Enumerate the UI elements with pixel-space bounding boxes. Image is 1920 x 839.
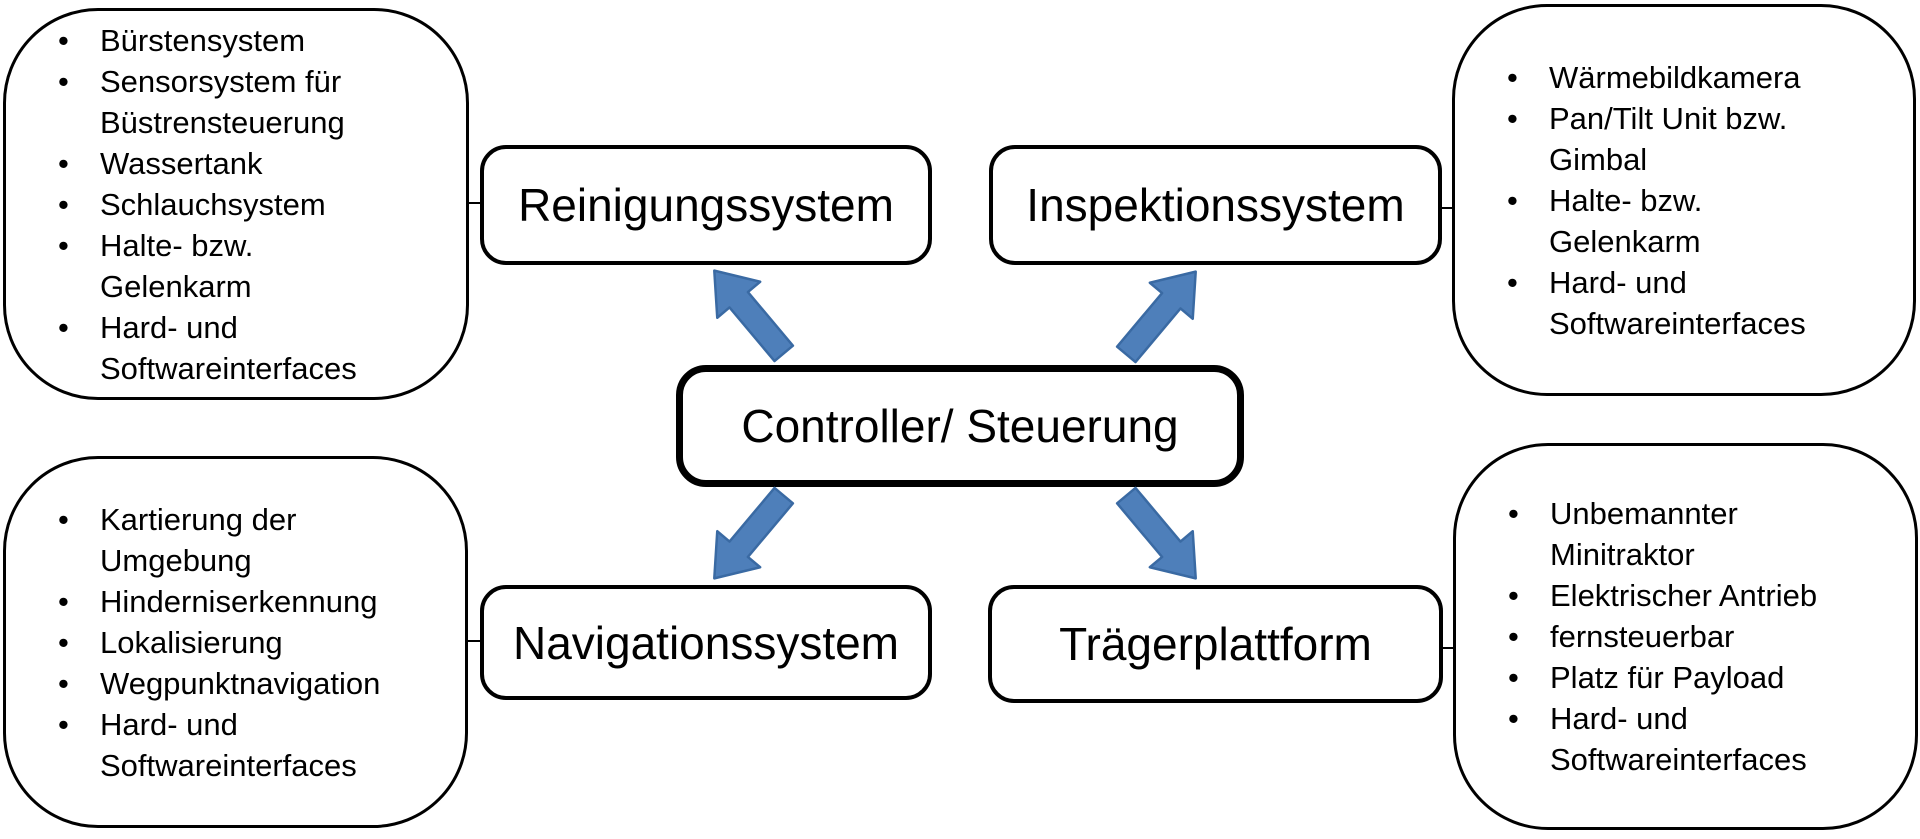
list-item: • Kartierung der Umgebung (58, 499, 435, 581)
list-item-text: Hard- und Softwareinterfaces (1550, 701, 1807, 777)
list-item-text: Halte- bzw. Gelenkarm (1549, 182, 1703, 259)
bullet-icon: • (58, 501, 69, 537)
list-item: • Sensorsystem für Büstrensteuerung (58, 61, 436, 143)
bullet-icon: • (58, 145, 69, 181)
list-item-text: Wärmebildkamera (1549, 59, 1801, 95)
bullet-icon: • (58, 309, 69, 345)
node-reinigungssystem: Reinigungssystem (480, 145, 932, 265)
bullet-icon: • (1507, 59, 1518, 95)
node-label: Trägerplattform (1059, 618, 1372, 670)
bullet-list: • Wärmebildkamera • Pan/Tilt Unit bzw. Gim… (1455, 57, 1913, 344)
list-item-text: Unbemannter Minitraktor (1550, 496, 1738, 572)
node-label: Reinigungssystem (518, 179, 894, 231)
list-item: • fernsteuerbar (1508, 616, 1885, 657)
connector-line (1441, 647, 1455, 649)
bullet-icon: • (58, 22, 69, 58)
bullet-icon: • (1508, 701, 1519, 736)
node-label: Navigationssystem (512, 616, 900, 669)
list-item: • Hard- und Softwareinterfaces (1508, 698, 1885, 780)
arrow-down-right-icon (1115, 486, 1197, 580)
node-label: Inspektionssystem (1026, 179, 1405, 231)
list-item-text: Bürstensystem (100, 22, 306, 58)
bullet-icon: • (58, 665, 69, 701)
list-item: • Wegpunktnavigation (58, 663, 435, 704)
arrow-shape (1115, 486, 1197, 580)
list-item-text: Halte- bzw. Gelenkarm (100, 227, 254, 304)
list-item: • Halte- bzw. Gelenkarm (1507, 180, 1883, 262)
node-navigationssystem: Navigationssystem (480, 585, 932, 700)
list-item-text: Hard- und Softwareinterfaces (100, 309, 357, 386)
list-item-text: Kartierung der Umgebung (100, 501, 297, 578)
list-item: • Hinderniserkennung (58, 581, 435, 622)
list-item: • Platz für Payload (1508, 657, 1885, 698)
list-item: • Unbemannter Minitraktor (1508, 493, 1885, 575)
list-item: • Elektrischer Antrieb (1508, 575, 1885, 616)
list-item-text: Hinderniserkennung (100, 583, 378, 619)
node-inspektionssystem: Inspektionssystem (989, 145, 1442, 265)
bubble-traegerplattform-details: • Unbemannter Minitraktor • Elektrischer A… (1453, 443, 1918, 830)
connector-line (466, 202, 482, 204)
list-item-text: Wassertank (100, 145, 263, 181)
list-item-text: fernsteuerbar (1550, 619, 1735, 654)
arrow-shape (713, 486, 795, 580)
bullet-icon: • (58, 583, 69, 619)
arrow-down-left-icon (713, 486, 795, 580)
bullet-icon: • (1508, 660, 1519, 695)
bullet-list: • Kartierung der Umgebung • Hinderniserken… (6, 499, 465, 786)
bullet-icon: • (1507, 264, 1518, 300)
list-item: • Lokalisierung (58, 622, 435, 663)
bubble-navigationssystem-details: • Kartierung der Umgebung • Hinderniserken… (3, 456, 468, 828)
arrow-up-right-icon (1115, 270, 1197, 364)
list-item: • Hard- und Softwareinterfaces (1507, 262, 1883, 344)
list-item-text: Schlauchsystem (100, 186, 326, 222)
bullet-icon: • (58, 706, 69, 742)
list-item-text: Pan/Tilt Unit bzw. Gimbal (1549, 100, 1788, 177)
list-item-text: Hard- und Softwareinterfaces (100, 706, 357, 783)
bullet-icon: • (1507, 100, 1518, 136)
arrow-up-left-icon (713, 269, 795, 363)
list-item-text: Hard- und Softwareinterfaces (1549, 264, 1806, 341)
arrow-shape (713, 269, 795, 363)
list-item: • Wassertank (58, 143, 436, 184)
list-item: • Schlauchsystem (58, 184, 436, 225)
list-item-text: Wegpunktnavigation (100, 665, 381, 701)
bullet-icon: • (58, 63, 69, 99)
bullet-icon: • (58, 624, 69, 660)
bullet-list: • Unbemannter Minitraktor • Elektrischer A… (1456, 493, 1915, 780)
list-item-text: Platz für Payload (1550, 660, 1785, 695)
bullet-icon: • (1508, 496, 1519, 531)
list-item-text: Elektrischer Antrieb (1550, 578, 1818, 613)
list-item: • Hard- und Softwareinterfaces (58, 704, 435, 786)
list-item: • Pan/Tilt Unit bzw. Gimbal (1507, 98, 1883, 180)
list-item-text: Sensorsystem für Büstrensteuerung (100, 63, 345, 140)
node-label: Controller/ Steuerung (741, 400, 1179, 452)
node-controller-steuerung: Controller/ Steuerung (676, 365, 1244, 487)
list-item: • Wärmebildkamera (1507, 57, 1883, 98)
list-item-text: Lokalisierung (100, 624, 283, 660)
connector-line (466, 640, 482, 642)
list-item: • Hard- und Softwareinterfaces (58, 307, 436, 389)
bullet-icon: • (1508, 619, 1519, 654)
bullet-icon: • (58, 227, 69, 263)
node-traegerplattform: Trägerplattform (988, 585, 1443, 703)
bubble-inspektionssystem-details: • Wärmebildkamera • Pan/Tilt Unit bzw. Gim… (1452, 4, 1916, 396)
list-item: • Halte- bzw. Gelenkarm (58, 225, 436, 307)
bubble-reinigungssystem-details: • Bürstensystem • Sensorsystem für Büstren… (3, 8, 469, 400)
bullet-icon: • (1507, 182, 1518, 218)
bullet-list: • Bürstensystem • Sensorsystem für Büstren… (6, 20, 466, 389)
arrow-shape (1115, 270, 1197, 364)
connector-line (1440, 207, 1454, 209)
list-item: • Bürstensystem (58, 20, 436, 61)
bullet-icon: • (1508, 578, 1519, 613)
bullet-icon: • (58, 186, 69, 222)
